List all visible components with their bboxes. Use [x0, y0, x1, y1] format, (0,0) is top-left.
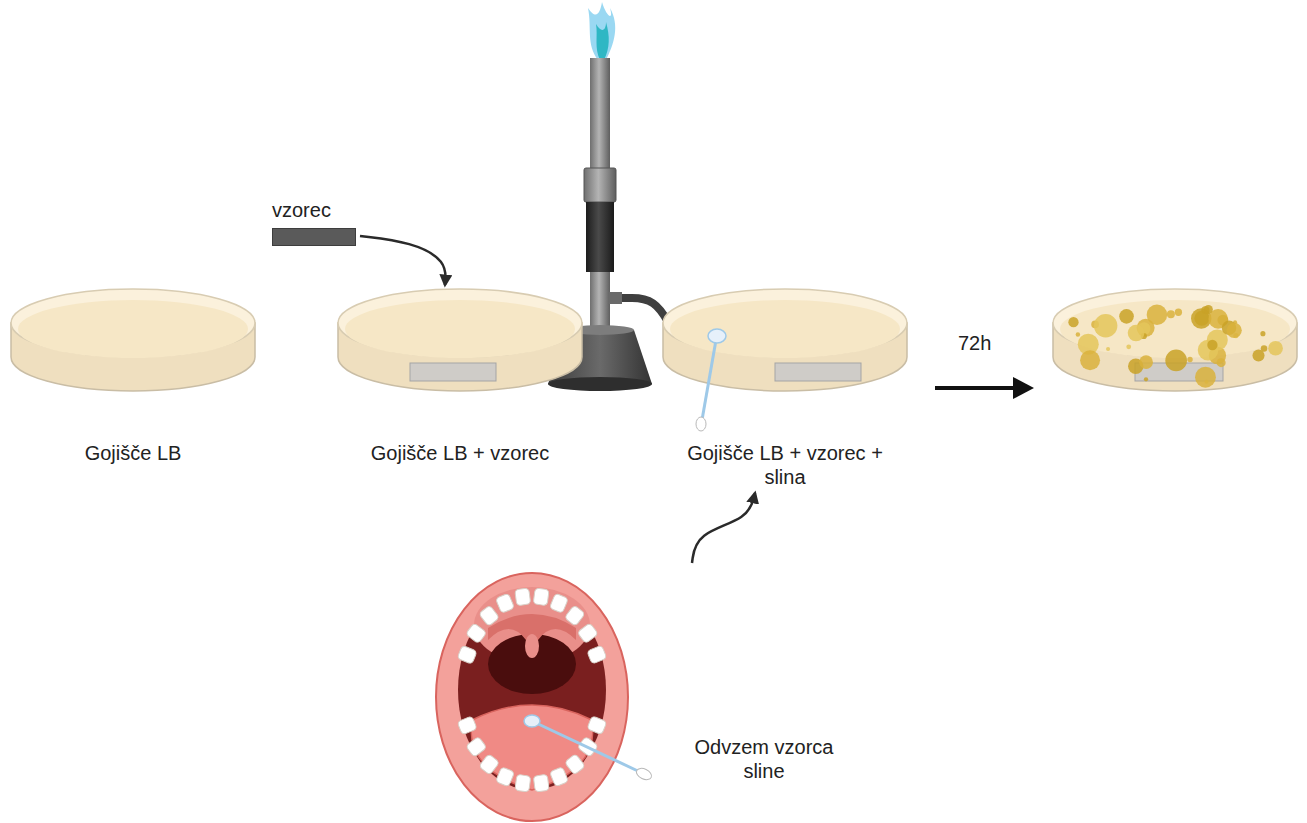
- tooth: [479, 605, 500, 626]
- colony: [1165, 350, 1187, 372]
- lb-agar: [18, 300, 248, 358]
- colony: [1227, 323, 1242, 338]
- swab-label: Odvzem vzorca sline: [688, 735, 840, 783]
- colony: [1106, 347, 1110, 351]
- lb-agar: [345, 300, 575, 358]
- flame: [588, 2, 615, 60]
- colony: [1076, 332, 1080, 336]
- colony: [1268, 341, 1283, 356]
- tooth: [515, 588, 531, 606]
- time-arrow: [935, 377, 1034, 399]
- tooth: [549, 767, 568, 787]
- dish-rim: [663, 289, 907, 357]
- flow-arrow: [692, 493, 755, 563]
- colony: [1217, 358, 1226, 367]
- tooth: [577, 623, 598, 644]
- tooth: [496, 767, 515, 787]
- burner-collar: [584, 168, 616, 202]
- mouth-label-holder: Odvzem vzorca sline: [688, 735, 840, 783]
- petri-dish-node: Gojišče LB: [8, 285, 258, 465]
- tooth: [564, 605, 585, 626]
- teeth: [457, 588, 607, 792]
- petri-dish: [660, 285, 910, 395]
- colony: [1198, 340, 1219, 361]
- tooth: [549, 593, 568, 613]
- tooth: [564, 754, 585, 775]
- sample-label-holder: vzorec: [272, 198, 356, 222]
- colony: [1094, 314, 1117, 337]
- colony: [1175, 309, 1182, 316]
- dish-label-holder: Gojišče LB + vzorec + slina: [678, 441, 892, 489]
- tooth: [479, 754, 500, 775]
- gas-inlet: [608, 292, 622, 304]
- tooth: [466, 623, 487, 644]
- tooth: [533, 774, 549, 792]
- tooth: [495, 593, 514, 613]
- dish-rim: [338, 289, 582, 357]
- time-label: 72h: [958, 331, 991, 355]
- colony: [1187, 357, 1192, 362]
- colony: [1204, 305, 1213, 314]
- colony: [1167, 310, 1175, 318]
- tooth: [457, 716, 477, 735]
- bacterial-colonies: [1068, 304, 1283, 387]
- colony: [1139, 355, 1153, 369]
- cotton-swab: [524, 715, 653, 782]
- dish-label: Gojišče LB + vzorec: [353, 441, 567, 465]
- colony: [1080, 350, 1100, 370]
- sample-node: vzorec: [272, 198, 356, 246]
- dish-rim: [11, 289, 255, 357]
- burner-stem: [590, 272, 610, 330]
- burner-tube: [590, 58, 610, 170]
- tooth: [587, 716, 607, 735]
- colony: [1068, 317, 1078, 327]
- sample-strip: [272, 228, 356, 246]
- colony: [1144, 377, 1148, 381]
- petri-dish-incubated: [1053, 289, 1297, 391]
- sample-strip: [775, 363, 861, 381]
- colony: [1126, 344, 1131, 349]
- mouth-illustration: [436, 573, 628, 821]
- flame-core: [596, 22, 609, 60]
- lb-agar: [670, 300, 900, 358]
- tooth: [457, 645, 477, 664]
- air-regulator: [586, 202, 614, 272]
- tooth: [533, 588, 549, 606]
- dish-label: Gojišče LB + vzorec + slina: [678, 441, 892, 489]
- colony: [1207, 340, 1217, 350]
- petri-dish-node: Gojišče LB + vzorec + slina: [660, 285, 910, 489]
- tooth: [515, 774, 531, 792]
- flow-arrow: [360, 236, 446, 285]
- dish-label: Gojišče LB: [26, 441, 240, 465]
- petri-dish: [8, 285, 258, 395]
- dish-label-holder: Gojišče LB + vzorec: [353, 441, 567, 465]
- colony: [1195, 367, 1216, 388]
- colony: [1260, 331, 1265, 336]
- mouth-node: Odvzem vzorca sline: [430, 565, 840, 820]
- colony: [1119, 309, 1134, 324]
- colony: [1147, 304, 1168, 325]
- tooth: [587, 645, 607, 664]
- petri-dish: [335, 285, 585, 395]
- tooth: [466, 736, 487, 757]
- burner-base-foot: [548, 377, 652, 391]
- dish-label-holder: Gojišče LB: [26, 441, 240, 465]
- cotton-swab: [696, 329, 726, 431]
- colony: [1261, 345, 1267, 351]
- sample-label: vzorec: [272, 198, 356, 222]
- colony: [1128, 325, 1145, 342]
- sample-strip: [410, 363, 496, 381]
- petri-dish-node: Gojišče LB + vzorec: [335, 285, 585, 465]
